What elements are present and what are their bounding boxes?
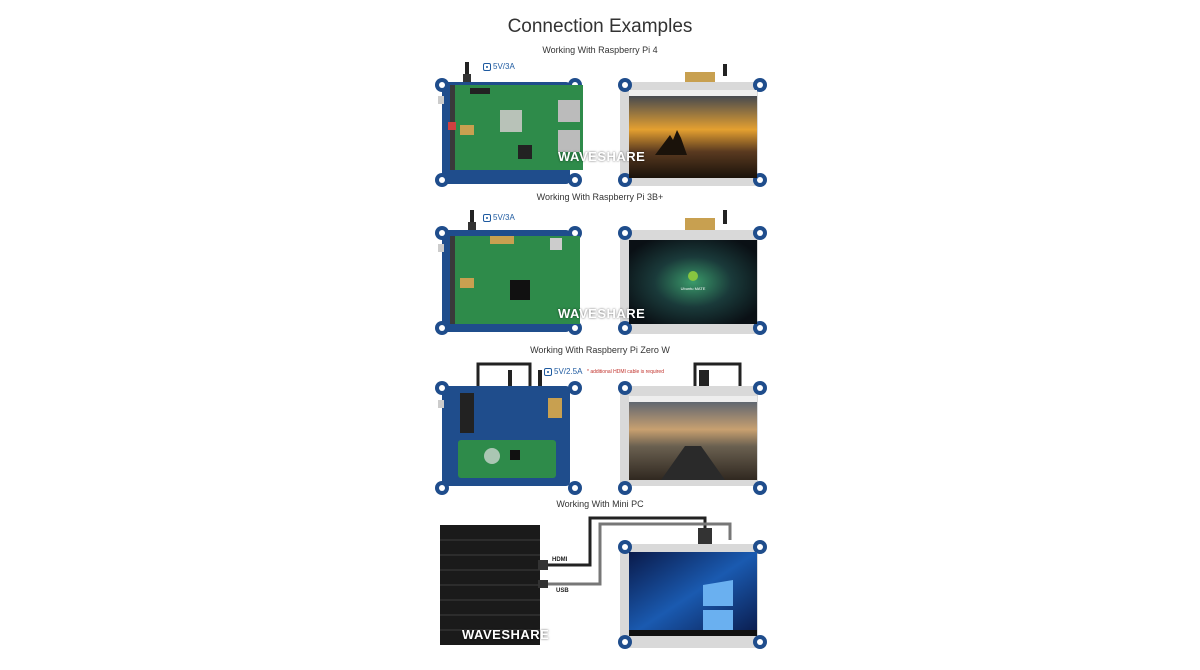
power-label: 5V/3A xyxy=(493,213,515,222)
page-title: Connection Examples xyxy=(507,16,693,37)
power-label: 5V/2.5A xyxy=(554,367,583,376)
watermark: WAVESHARE xyxy=(558,149,646,164)
hdmi-cable-label: HDMI xyxy=(552,557,568,563)
power-icon xyxy=(483,213,491,222)
pi4-screen-view xyxy=(618,64,767,187)
power-badge-zero: 5V/2.5A xyxy=(544,367,582,376)
usb-cable-label: USB xyxy=(556,588,569,594)
pi3-back-view xyxy=(435,210,582,335)
section-subtitle-minipc: Working With Mini PC xyxy=(556,499,644,509)
desktop-logo-text: Ubuntu MATE xyxy=(681,286,706,291)
power-icon xyxy=(544,367,552,376)
section-subtitle-pi3: Working With Raspberry Pi 3B+ xyxy=(536,192,664,202)
power-icon xyxy=(483,62,491,71)
watermark: WAVESHARE xyxy=(462,627,550,642)
minipc-screen-view xyxy=(618,540,767,649)
power-badge-pi3: 5V/3A xyxy=(483,213,515,222)
pi3-screen-view: Ubuntu MATE xyxy=(618,210,767,335)
power-badge-pi4: 5V/3A xyxy=(483,62,515,71)
pi4-back-view xyxy=(435,62,583,187)
section-subtitle-zero: Working With Raspberry Pi Zero W xyxy=(530,345,670,355)
zero-screen-view xyxy=(618,362,767,495)
section-subtitle-pi4: Working With Raspberry Pi 4 xyxy=(542,45,658,55)
power-label: 5V/3A xyxy=(493,62,515,71)
mini-pc-view xyxy=(440,516,732,645)
zero-back-view xyxy=(435,362,582,495)
watermark: WAVESHARE xyxy=(558,306,646,321)
hdmi-cable-note: * additional HDMI cable is required xyxy=(587,369,664,375)
